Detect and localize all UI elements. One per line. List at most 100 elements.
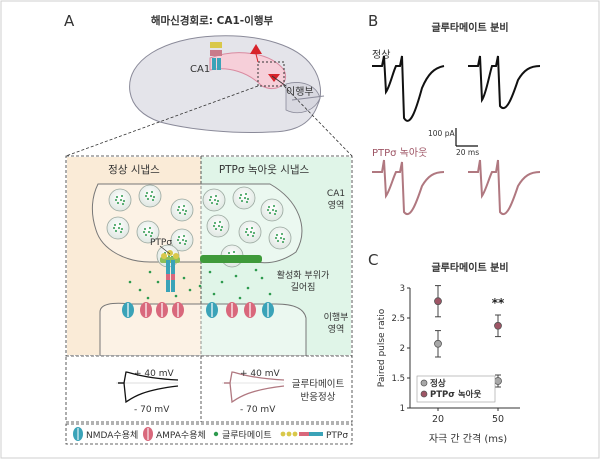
legend-entry: PTPσ 녹아웃 bbox=[430, 389, 481, 400]
chart-y-axis-title: Paired pulse ratio bbox=[377, 308, 387, 387]
glutamate-dot bbox=[156, 280, 160, 284]
panel-c-title: 글루타메이트 분비 bbox=[431, 261, 508, 274]
data-point bbox=[434, 339, 442, 348]
panel-a-letter: A bbox=[64, 12, 75, 30]
nmda-receptor bbox=[262, 302, 274, 318]
ampa-receptor bbox=[226, 302, 238, 318]
knockout-trace-label: PTPσ 녹아웃 bbox=[372, 147, 427, 159]
postsynaptic-receptors bbox=[122, 302, 274, 318]
vesicle bbox=[108, 188, 132, 212]
zoom-line-right bbox=[283, 85, 353, 157]
panel-c: 글루타메이트 분비 Paired pulse ratio 자극 간 간격 (ms… bbox=[377, 261, 520, 445]
glutamate-dot bbox=[182, 276, 186, 280]
glutamate-dot bbox=[220, 280, 224, 284]
normal-synapse-label: 정상 시냅스 bbox=[108, 164, 160, 176]
response-normal-label-2: 반응정상 bbox=[301, 392, 336, 403]
glutamate-dot bbox=[138, 288, 142, 292]
panel-b-letter: B bbox=[368, 12, 378, 30]
panel-a: 해마신경회로: CA1-이행부 CA1 이행부 bbox=[65, 14, 353, 445]
zoom-line-left bbox=[65, 85, 259, 157]
legend-swatch bbox=[420, 379, 428, 387]
ampa-receptor bbox=[140, 302, 152, 318]
x-tick-label: 20 bbox=[432, 414, 444, 425]
glutamate-dot bbox=[268, 292, 272, 296]
glutamate-dot bbox=[148, 270, 152, 274]
data-point bbox=[494, 321, 502, 330]
knockout-epsc-trace-right bbox=[468, 159, 541, 215]
panel-b: 글루타메이트 분비 정상 100 pA 20 ms PTPσ 녹아웃 bbox=[372, 21, 541, 215]
glutamate-dot bbox=[212, 292, 216, 296]
ptp-synapse-label: PTPσ bbox=[150, 238, 172, 248]
normal-plus40-label: + 40 mV bbox=[134, 369, 174, 379]
y-tick-label: 3 bbox=[400, 284, 405, 294]
glutamate-dot bbox=[208, 270, 212, 274]
vesicle bbox=[138, 184, 162, 208]
vesicle bbox=[202, 188, 226, 212]
legend-nmda-label: NMDA수용체 bbox=[86, 430, 138, 441]
legend-ptp-icon bbox=[280, 431, 323, 437]
data-point bbox=[494, 377, 502, 385]
y-tick-label: 2.5 bbox=[391, 314, 405, 324]
ca1-label: CA1 bbox=[190, 64, 210, 75]
active-zone-note-2: 길어짐 bbox=[291, 282, 316, 293]
normal-epsc-trace-left bbox=[372, 55, 445, 122]
legend-nmda bbox=[73, 427, 83, 441]
legend-box bbox=[65, 423, 353, 445]
scale-bar-x-label: 20 ms bbox=[456, 148, 479, 157]
subiculum-region-label-1: 이행부 bbox=[324, 311, 349, 323]
glutamate-dot bbox=[128, 280, 132, 284]
postsynaptic-membrane bbox=[99, 302, 307, 357]
vesicle bbox=[232, 186, 256, 210]
y-tick-label: 1.5 bbox=[391, 374, 405, 384]
active-zone-note-1: 활성화 부위가 bbox=[277, 269, 330, 281]
glutamate-dot bbox=[146, 296, 150, 300]
knockout-synapse-label: PTPσ 녹아웃 시냅스 bbox=[219, 164, 310, 176]
cerebellum bbox=[285, 82, 321, 114]
chart-marks: ** bbox=[434, 285, 505, 388]
normal-nmda-trace bbox=[116, 371, 179, 404]
vesicle bbox=[136, 220, 160, 244]
response-normal-label-1: 글루타메이트 bbox=[292, 379, 345, 390]
panel-b-title: 글루타메이트 분비 bbox=[431, 21, 508, 34]
normal-trace-label: 정상 bbox=[372, 49, 390, 61]
nmda-receptor bbox=[122, 302, 134, 318]
subiculum-pointer bbox=[271, 75, 287, 87]
ampa-receptor bbox=[244, 302, 256, 318]
normal-minus70-label: - 70 mV bbox=[134, 405, 170, 415]
legend-ptp-label: PTPσ bbox=[326, 431, 348, 441]
glutamate-dot bbox=[254, 268, 258, 272]
glutamate-dot bbox=[198, 284, 202, 288]
vesicle bbox=[260, 198, 284, 222]
knockout-minus70-label: - 70 mV bbox=[240, 405, 276, 415]
glutamate-dot bbox=[238, 296, 242, 300]
vesicle bbox=[170, 228, 194, 252]
glutamate-dot bbox=[234, 274, 238, 278]
scale-bar-y-label: 100 pA bbox=[428, 129, 455, 138]
glutamate-dot bbox=[246, 286, 250, 290]
legend-glutamate-label: 글루타메이트 bbox=[222, 430, 272, 441]
data-point bbox=[434, 297, 442, 306]
response-box bbox=[65, 355, 353, 423]
knockout-nmda-trace bbox=[222, 371, 285, 404]
ptp-sigma-presynaptic bbox=[161, 250, 179, 292]
legend-glutamate-dot bbox=[213, 431, 219, 437]
vesicle bbox=[206, 214, 230, 238]
knockout-epsc-trace-left bbox=[372, 159, 445, 215]
significance-marker: ** bbox=[492, 296, 505, 310]
vesicle bbox=[268, 226, 292, 250]
ptp-pointer bbox=[159, 245, 171, 255]
legend-entry: 정상 bbox=[430, 378, 446, 389]
brain-synapse-icon bbox=[210, 42, 222, 70]
glutamate-dot bbox=[188, 288, 192, 292]
ca1-region-label-2: 영역 bbox=[328, 200, 345, 211]
subiculum-region-label-2: 영역 bbox=[328, 324, 345, 335]
knockout-active-zone bbox=[200, 255, 262, 263]
normal-epsc-trace-right bbox=[468, 55, 541, 109]
hippocampus-title: 해마신경회로: CA1-이행부 bbox=[151, 14, 274, 27]
knockout-plus40-label: + 40 mV bbox=[240, 369, 280, 379]
vesicle bbox=[170, 198, 194, 222]
nmda-receptor bbox=[206, 302, 218, 318]
